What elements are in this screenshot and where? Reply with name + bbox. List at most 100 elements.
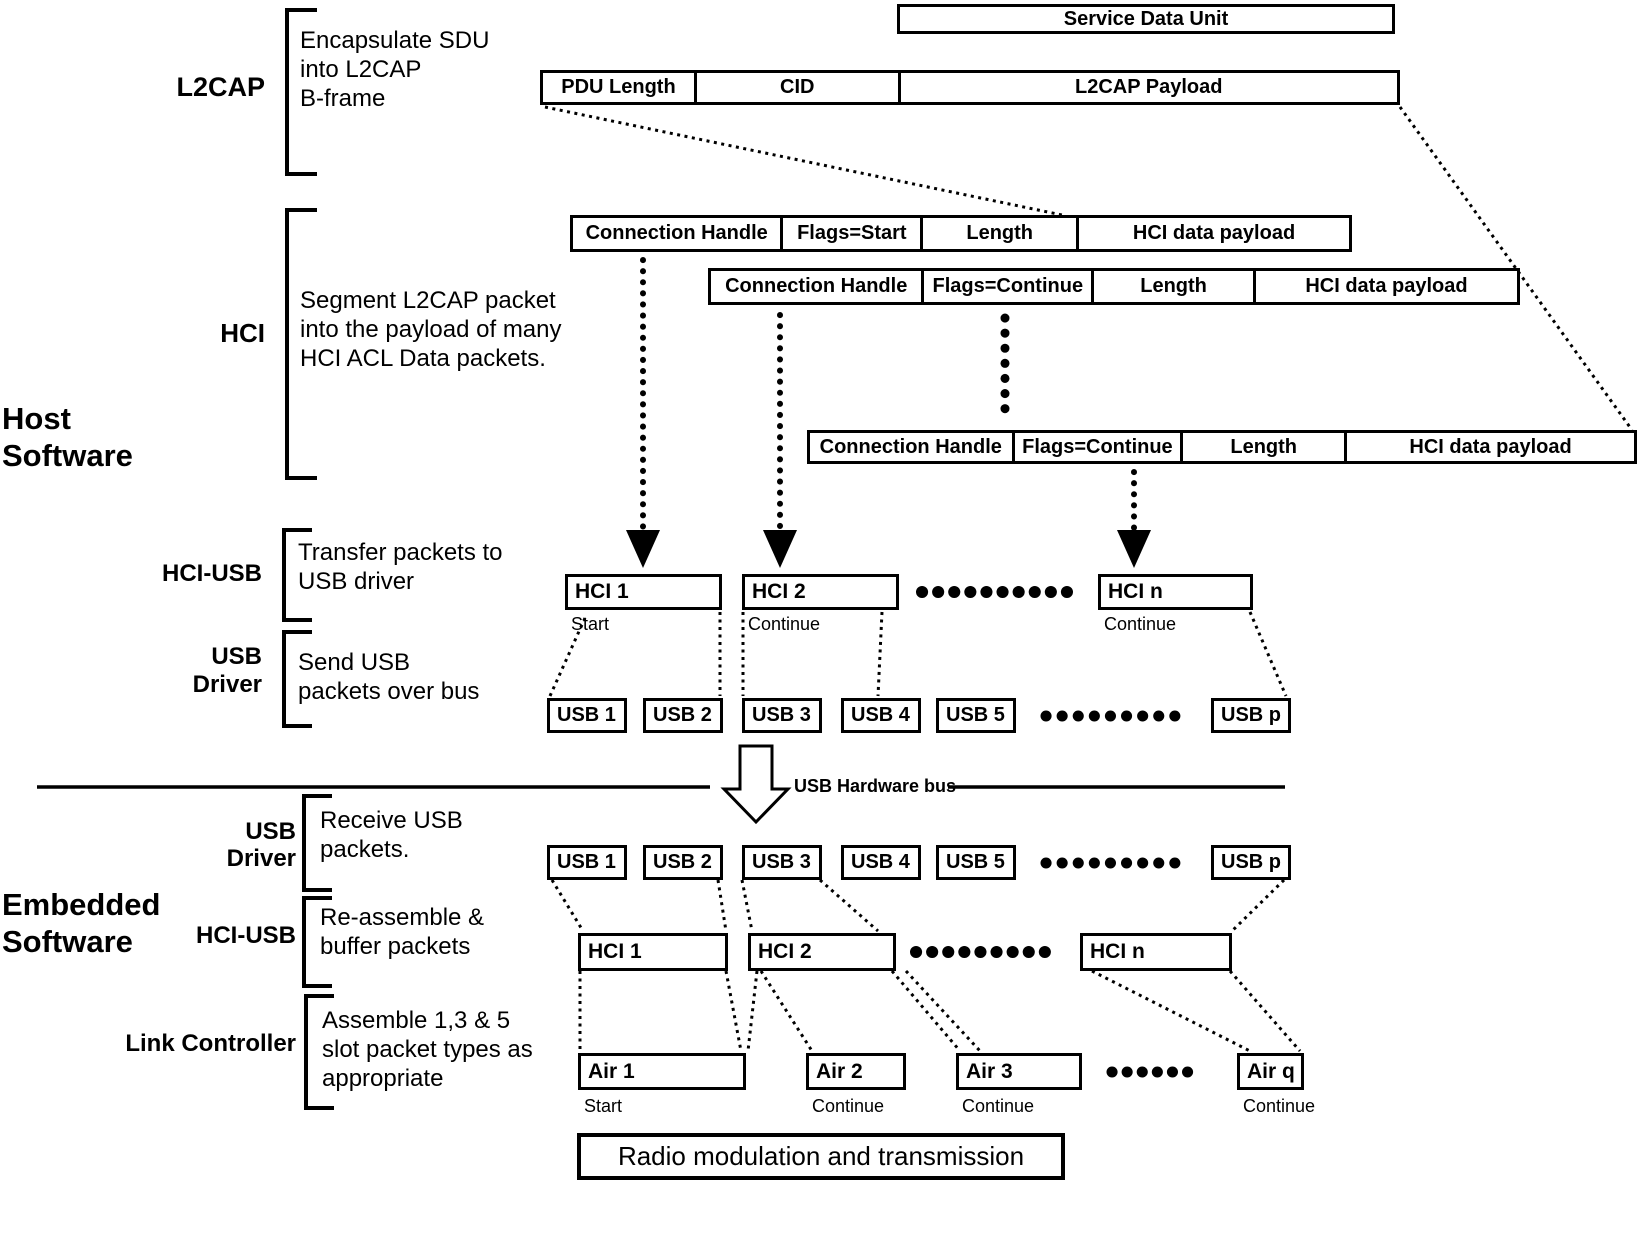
hci-host-tag-n: Continue xyxy=(1104,614,1177,634)
dotted-line-pdu-to-hci1 xyxy=(544,105,1063,217)
hci2-cell-connection-handle: Connection Handle xyxy=(725,275,908,297)
usb-emb-box-4: USB 4 xyxy=(841,845,921,880)
layer-label-hci-usb-embedded: HCI-USB xyxy=(196,922,296,949)
desc-link-controller: Assemble 1,3 & 5 slot packet types as ap… xyxy=(322,1007,533,1092)
air-box-2: Air 2 xyxy=(806,1053,906,1090)
air-tag-1: Start xyxy=(584,1096,623,1116)
usb-hardware-bus-label: USB Hardware bus xyxy=(793,776,957,796)
hcin-cell-payload: HCI data payload xyxy=(1344,433,1634,461)
section-label-host-software: Host Software xyxy=(2,401,133,473)
usb-emb-box-1: USB 1 xyxy=(547,845,627,880)
l2cap-frame-row: PDU Length CID L2CAP Payload xyxy=(540,70,1400,105)
hci1-cell-payload: HCI data payload xyxy=(1076,218,1349,249)
hci2-cell-flags: Flags=Continue xyxy=(921,271,1091,302)
hci-host-box-2: HCI 2 xyxy=(742,574,899,610)
link-usb1-hci1e xyxy=(550,879,585,932)
usb-host-box-3: USB 3 xyxy=(742,698,822,733)
usb-emb-box-3: USB 3 xyxy=(742,845,822,880)
segmentation-lines xyxy=(544,105,1634,431)
link-usbp-hcine xyxy=(1230,878,1286,933)
layer-brackets xyxy=(282,8,334,1110)
usb-host-box-4: USB 4 xyxy=(841,698,921,733)
layer-label-hci: HCI xyxy=(220,318,265,348)
hci-emb-box-2: HCI 2 xyxy=(748,933,896,971)
hci-host-box-1: HCI 1 xyxy=(565,574,722,610)
layer-label-l2cap: L2CAP xyxy=(176,72,265,102)
layer-label-link-controller: Link Controller xyxy=(125,1030,296,1057)
link-usb3-hci2e xyxy=(740,879,754,932)
desc-hci-usb-embedded: Re-assemble & buffer packets xyxy=(320,904,485,960)
hcin-cell-length: Length xyxy=(1180,433,1344,461)
link-usb2-hci1e xyxy=(716,879,728,932)
hci-emb-box-n: HCI n xyxy=(1080,933,1232,971)
hci-host-tag-1: Start xyxy=(571,614,610,634)
usb-host-box-5: USB 5 xyxy=(936,698,1016,733)
hci-packet-row-n: Connection Handle Flags=Continue Length … xyxy=(807,430,1637,464)
air-tag-3: Continue xyxy=(962,1096,1035,1116)
layer-label-hci-usb-host: HCI-USB xyxy=(162,560,262,587)
arrowhead-2 xyxy=(763,530,797,568)
link-hcine-airq-a xyxy=(1091,969,1251,1053)
link-hci2e-air1 xyxy=(746,970,759,1052)
link-hci2e-air3-b xyxy=(904,969,982,1053)
packet-arrowheads xyxy=(626,530,1151,568)
air-box-3: Air 3 xyxy=(956,1053,1082,1090)
link-hci2-usb4 xyxy=(876,611,884,697)
arrowhead-3 xyxy=(1117,530,1151,568)
bracket-l2cap xyxy=(285,8,317,176)
link-hci2e-air3-a xyxy=(890,970,962,1052)
bracket-usb-driver-embedded xyxy=(302,794,332,892)
desc-hci-usb-host: Transfer packets to USB driver xyxy=(298,539,503,595)
bracket-hci-usb-host xyxy=(282,528,312,622)
row-ellipses xyxy=(910,586,1208,1078)
air-box-1: Air 1 xyxy=(578,1053,746,1090)
arrowhead-1 xyxy=(626,530,660,568)
hci2-cell-payload: HCI data payload xyxy=(1252,271,1517,302)
usb-emb-box-5: USB 5 xyxy=(936,845,1016,880)
hci-packet-row-1: Connection Handle Flags=Start Length HCI… xyxy=(570,215,1352,252)
hci1-cell-length: Length xyxy=(920,218,1076,249)
radio-box: Radio modulation and transmission xyxy=(577,1133,1065,1180)
hci-emb-box-1: HCI 1 xyxy=(578,933,728,971)
bracket-link-controller xyxy=(304,994,334,1110)
usb-bus-divider xyxy=(37,744,1285,825)
air-box-q: Air q xyxy=(1237,1053,1304,1090)
hcin-cell-flags: Flags=Continue xyxy=(1011,433,1181,461)
hcin-cell-connection-handle: Connection Handle xyxy=(819,435,1002,458)
sdu-box: Service Data Unit xyxy=(897,4,1395,34)
usb-emb-box-p: USB p xyxy=(1211,845,1291,880)
bracket-hci xyxy=(285,208,317,480)
desc-hci: Segment L2CAP packet into the payload of… xyxy=(300,287,562,372)
hci-to-usb-links xyxy=(548,611,1288,697)
air-tag-2: Continue xyxy=(812,1096,885,1116)
section-label-embedded-software: Embedded Software xyxy=(2,887,161,959)
layer-label-usb-driver-host: USB Driver xyxy=(192,643,262,698)
hci2-cell-length: Length xyxy=(1091,271,1253,302)
air-tag-q: Continue xyxy=(1243,1096,1316,1116)
layer-label-usb-driver-embedded: USB Driver xyxy=(226,818,296,872)
dotted-line-payload-to-hcin xyxy=(1398,106,1634,431)
usb-to-hci-links xyxy=(550,878,1286,933)
hci1-cell-connection-handle: Connection Handle xyxy=(585,222,768,244)
packet-arrows xyxy=(640,257,1137,531)
l2cap-cell-cid: CID xyxy=(693,73,898,102)
usb-host-box-2: USB 2 xyxy=(643,698,723,733)
hci1-cell-flags: Flags=Start xyxy=(780,218,920,249)
usb-bus-arrow-icon xyxy=(720,744,792,825)
link-usb4-hci2e xyxy=(819,878,879,933)
bracket-usb-driver-host xyxy=(282,630,312,728)
l2cap-cell-payload: L2CAP Payload xyxy=(897,73,1397,102)
desc-usb-driver-host: Send USB packets over bus xyxy=(298,649,480,705)
hci-host-tag-2: Continue xyxy=(748,614,821,634)
bracket-hci-usb-embedded xyxy=(302,896,332,988)
usb-host-box-p: USB p xyxy=(1211,698,1291,733)
link-hcine-airq-b xyxy=(1228,970,1302,1052)
desc-usb-driver-embedded: Receive USB packets. xyxy=(320,807,463,863)
usb-host-box-1: USB 1 xyxy=(547,698,627,733)
hci-to-air-links xyxy=(578,969,1302,1053)
link-hcin-usbp xyxy=(1248,611,1288,697)
hci-packet-row-2: Connection Handle Flags=Continue Length … xyxy=(708,268,1520,305)
desc-l2cap: Encapsulate SDU into L2CAP B-frame xyxy=(300,27,490,112)
